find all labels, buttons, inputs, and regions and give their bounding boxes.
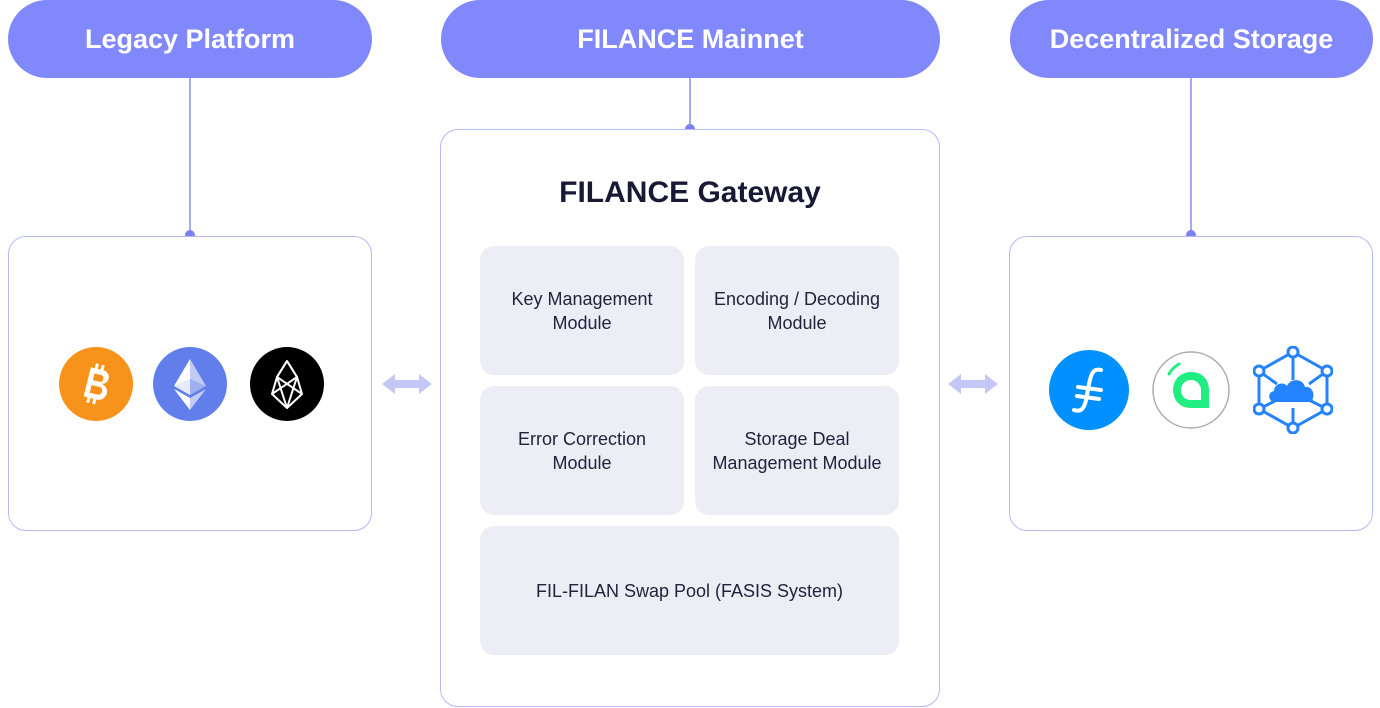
swap-pool-label: FIL-FILAN Swap Pool (FASIS System) xyxy=(535,580,844,601)
decentralized-storage-header: Decentralized Storage xyxy=(1010,0,1373,78)
storage-deal-management-module: Storage Deal Management Module xyxy=(695,386,899,515)
bitcoin-icon xyxy=(59,347,133,421)
storage-deal-management-label: Storage Deal Management Module xyxy=(712,428,882,473)
storj-icon xyxy=(1253,346,1333,434)
gateway-title: FILANCE Gateway xyxy=(559,176,821,209)
encoding-decoding-module: Encoding / Decoding Module xyxy=(695,246,899,375)
bidirectional-arrow-icon xyxy=(948,374,998,394)
bidirectional-arrow-icon xyxy=(382,374,432,394)
error-correction-label: Error Correction Module xyxy=(517,428,647,473)
legacy-platform-header: Legacy Platform xyxy=(8,0,372,78)
decentralized-storage-label: Decentralized Storage xyxy=(1049,23,1334,54)
key-management-module: Key Management Module xyxy=(480,246,684,375)
swap-pool-module: FIL-FILAN Swap Pool (FASIS System) xyxy=(480,526,899,655)
eos-icon xyxy=(250,347,324,421)
encoding-decoding-label: Encoding / Decoding Module xyxy=(713,288,881,333)
legacy-platform-label: Legacy Platform xyxy=(84,23,296,54)
filecoin-icon xyxy=(1049,350,1129,430)
legacy-connector-dot xyxy=(185,230,195,240)
storage-connector-line xyxy=(1190,78,1192,236)
ethereum-icon xyxy=(153,347,227,421)
filance-mainnet-label: FILANCE Mainnet xyxy=(577,23,804,54)
storage-connector-dot xyxy=(1186,230,1196,240)
siacoin-icon xyxy=(1152,351,1230,429)
legacy-connector-line xyxy=(189,78,191,236)
error-correction-module: Error Correction Module xyxy=(480,386,684,515)
mainnet-connector-line xyxy=(689,78,691,129)
key-management-label: Key Management Module xyxy=(511,288,653,333)
filance-mainnet-header: FILANCE Mainnet xyxy=(441,0,940,78)
